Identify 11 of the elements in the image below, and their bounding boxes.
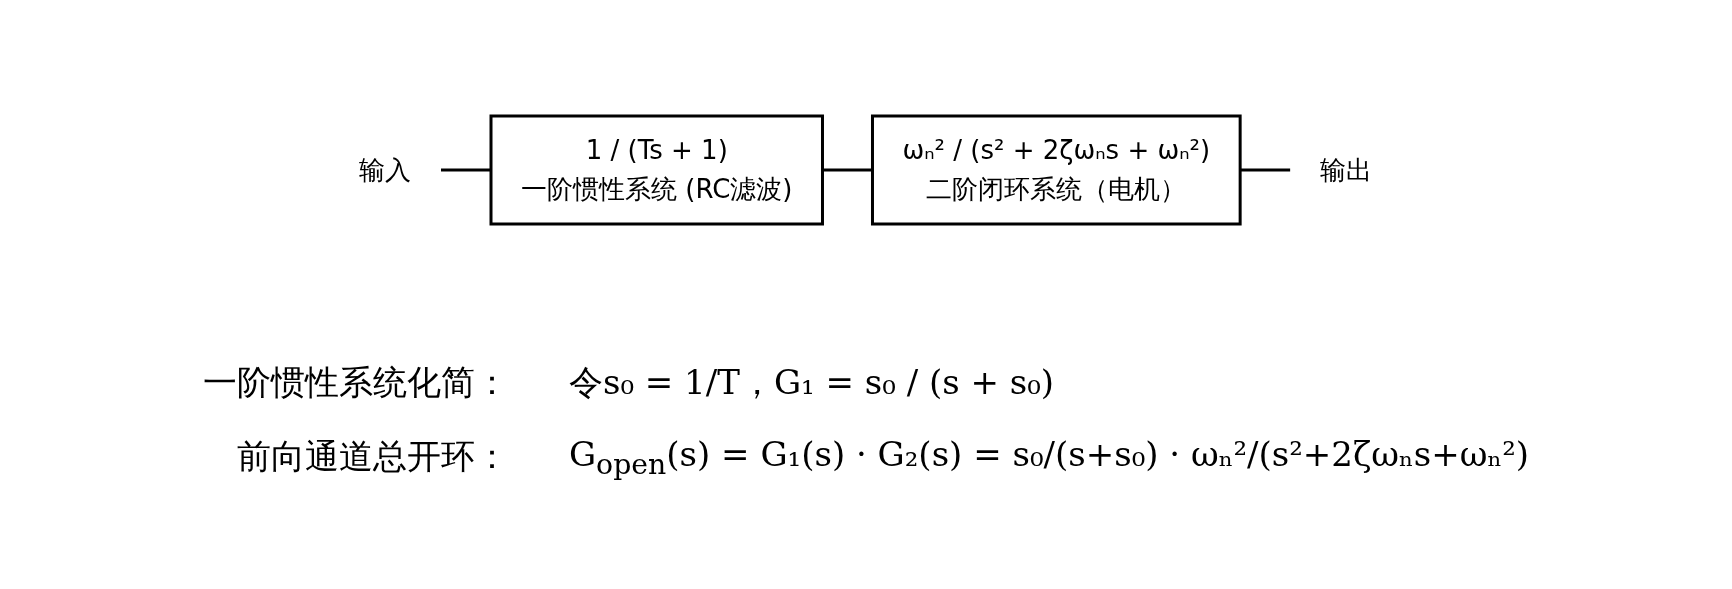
node-text: 输入 (359, 154, 412, 185)
node-box: ωₙ² / (s² + 2ζωₙs + ωₙ²) 二阶闭环系统（电机） (871, 114, 1243, 226)
formula-caption: 一阶惯性系统化简： (202, 361, 509, 404)
formula: G$_{open}$(s) = G₁(s) · G₂(s) = s₀/(s+s₀) · ωₙ²/(s²+2ζωₙs+ωₙ²) (568, 434, 1530, 481)
node-box: 1 / (Ts + 1) 一阶惯性系统 (RC滤波) (489, 114, 825, 226)
formula: 令s₀ = 1/T，G₁ = s₀ / (s + s₀) (568, 361, 1056, 404)
connector (441, 168, 492, 172)
connector (1240, 168, 1291, 172)
node-text: 输出 (1320, 154, 1373, 185)
formula-caption: 前向通道总开环： (235, 435, 509, 478)
connector (822, 168, 873, 172)
